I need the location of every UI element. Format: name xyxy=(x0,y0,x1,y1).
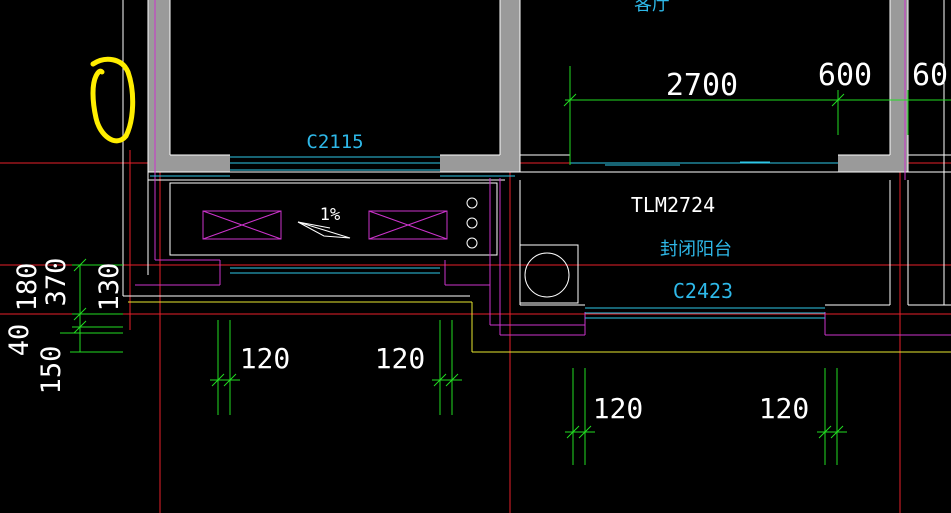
dim-text-370: 370 xyxy=(41,258,72,307)
wall-fills xyxy=(148,0,908,172)
dim-text-120-a: 120 xyxy=(240,342,291,375)
room-label-balcony: 封闭阳台 xyxy=(660,239,732,260)
dim-text-120-d: 120 xyxy=(759,392,810,425)
dim-text-40: 40 xyxy=(4,324,35,357)
windows xyxy=(150,156,838,319)
slope-label: 1% xyxy=(320,205,340,225)
room-label-top: 客厅 xyxy=(634,0,670,15)
dim-text-130: 130 xyxy=(94,263,125,312)
window-label-c2115: C2115 xyxy=(306,131,363,153)
finish-lines xyxy=(135,0,951,336)
dim-text-180: 180 xyxy=(12,263,43,312)
wall-outlines xyxy=(122,0,951,306)
dimension-lines xyxy=(60,66,951,465)
dim-text-60: 60 xyxy=(912,58,948,93)
dim-text-120-b: 120 xyxy=(375,342,426,375)
dim-text-2700: 2700 xyxy=(666,68,738,103)
dim-text-600: 600 xyxy=(818,58,872,93)
window-label-c2423: C2423 xyxy=(673,279,733,303)
door-label-tlm2724: TLM2724 xyxy=(631,193,715,217)
hand-drawn-circle-annotation xyxy=(90,56,136,144)
slab-edge xyxy=(128,301,951,353)
dim-text-120-c: 120 xyxy=(593,392,644,425)
dim-text-150: 150 xyxy=(36,346,67,395)
